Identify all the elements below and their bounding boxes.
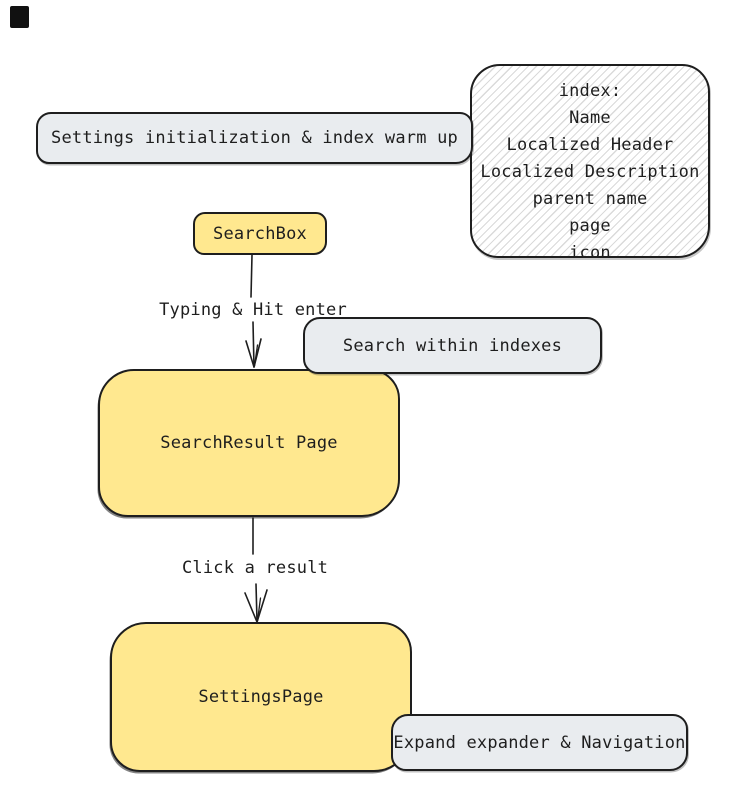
node-search-box-label: SearchBox — [213, 223, 307, 244]
edge-searchbox-shaft — [244, 253, 260, 299]
index-note-line: Localized Description — [480, 162, 700, 182]
node-settings-page-label: SettingsPage — [198, 687, 324, 707]
node-index-fields-note: index: Name Localized Header Localized D… — [470, 64, 710, 263]
index-note-line: index: — [558, 81, 622, 101]
corner-marker-square — [10, 6, 29, 28]
node-search-within-indexes: Search within indexes — [303, 317, 602, 374]
node-search-result-page-label: SearchResult Page — [160, 433, 338, 453]
node-expand-expander-navigation-label: Expand expander & Navigation — [393, 732, 686, 753]
node-search-box: SearchBox — [193, 212, 327, 255]
index-note-line: Name — [569, 108, 611, 128]
node-expand-expander-navigation: Expand expander & Navigation — [391, 714, 688, 771]
node-search-within-indexes-label: Search within indexes — [342, 335, 563, 356]
node-search-result-page: SearchResult Page — [98, 369, 400, 517]
index-note-line: page — [569, 216, 611, 236]
node-settings-initialization-label: Settings initialization & index warm up — [51, 128, 458, 148]
node-settings-initialization: Settings initialization & index warm up — [36, 112, 473, 164]
edge-result-arrowhead — [240, 582, 274, 626]
edge-result-shaft — [246, 516, 260, 556]
edge-searchbox-arrowhead — [240, 318, 268, 370]
index-note-line: Localized Header — [506, 135, 674, 155]
edge-label-typing-hit-enter: Typing & Hit enter — [159, 300, 347, 320]
edge-label-click-a-result: Click a result — [182, 558, 329, 578]
index-note-line: icon — [569, 243, 611, 263]
index-note-line: parent name — [532, 189, 648, 209]
node-settings-page: SettingsPage — [110, 622, 412, 772]
